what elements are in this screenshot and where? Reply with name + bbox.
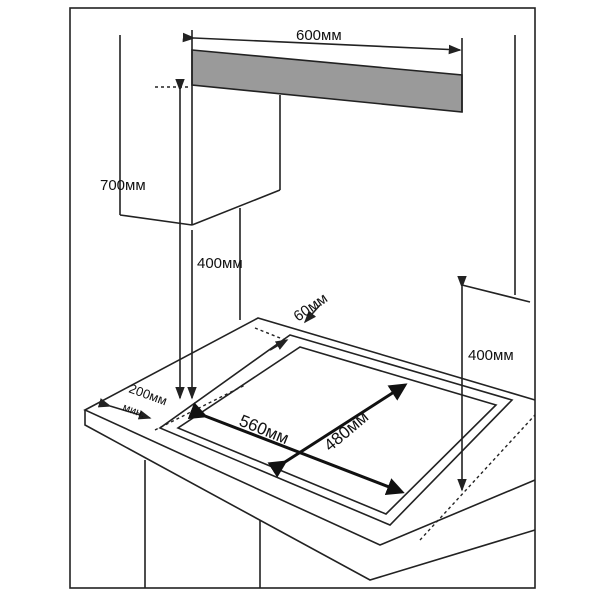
label-min: мин. [121, 402, 147, 421]
label-60: 60мм [291, 290, 331, 325]
label-480: 480мм [320, 407, 372, 455]
hob-outer [158, 334, 514, 526]
hob-inner [176, 346, 498, 515]
frame [69, 7, 536, 589]
label-hood-width: 600мм [296, 27, 342, 44]
label-400-left: 400мм [197, 255, 243, 272]
hood-width-arrow [182, 32, 462, 55]
label-700: 700мм [100, 177, 146, 194]
label-400-right: 400мм [468, 347, 514, 364]
cutout-depth-arrow [267, 383, 408, 478]
cooker-hood [191, 49, 463, 113]
label-560: 560мм [237, 411, 292, 448]
